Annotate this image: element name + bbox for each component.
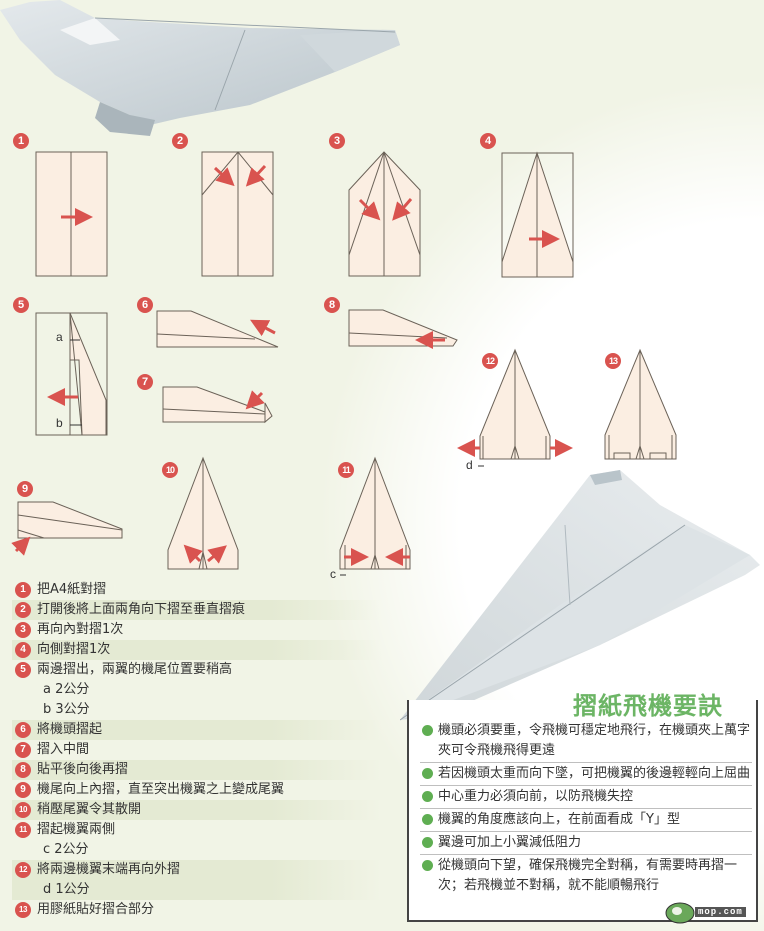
mascot-logo-icon: [665, 902, 695, 924]
step-number: 5: [15, 662, 31, 678]
step-badge-6: 6: [137, 297, 153, 313]
step-subitem: d 1公分: [12, 880, 382, 900]
step-item: 5 兩邊摺出，兩翼的機尾位置要稍高: [12, 660, 382, 680]
tip-item: 從機頭向下望，確保飛機完全對稱，有需要時再摺一次；若飛機並不對稱，就不能順暢飛行: [420, 855, 752, 897]
tip-item: 機翼的角度應該向上，在前面看成「Y」型: [420, 809, 752, 832]
tip-text: 從機頭向下望，確保飛機完全對稱，有需要時再摺一次；若飛機並不對稱，就不能順暢飛行: [438, 858, 738, 893]
step-badge-12: 12: [482, 353, 498, 369]
bullet-icon: [422, 768, 433, 779]
tip-item: 中心重力必須向前，以防飛機失控: [420, 786, 752, 809]
tip-text: 中心重力必須向前，以防飛機失控: [438, 789, 634, 804]
dimension-label-c: c: [330, 567, 336, 581]
paper-plane-photo-top: [0, 0, 400, 136]
tip-item: 若因機頭太重而向下墜，可把機翼的後邊輕輕向上屈曲: [420, 763, 752, 786]
step-item: 12 將兩邊機翼末端再向外摺: [12, 860, 382, 880]
step-text: 稍壓尾翼令其散開: [37, 802, 142, 817]
step-text: 兩邊摺出，兩翼的機尾位置要稍高: [37, 662, 233, 677]
tip-item: 翼邊可加上小翼減低阻力: [420, 832, 752, 855]
step-badge-10: 10: [162, 462, 178, 478]
bullet-icon: [422, 725, 433, 736]
step-text: 向側對摺1次: [37, 642, 111, 657]
tip-text: 機頭必須要重，令飛機可穩定地飛行，在機頭夾上萬字夾可令飛機飛得更遠: [438, 723, 751, 758]
step-item: 13 用膠紙貼好摺合部分: [12, 900, 382, 920]
step-item: 8 貼平後向後再摺: [12, 760, 382, 780]
step-number: 10: [15, 802, 31, 818]
bullet-icon: [422, 791, 433, 802]
step-number: 7: [15, 742, 31, 758]
tip-text: 若因機頭太重而向下墜，可把機翼的後邊輕輕向上屈曲: [438, 766, 751, 781]
step-badge-1: 1: [13, 133, 29, 149]
step-number: 4: [15, 642, 31, 658]
step-subitem: c 2公分: [43, 842, 89, 857]
step-text: 將兩邊機翼末端再向外摺: [37, 862, 181, 877]
step-badge-8: 8: [324, 297, 340, 313]
step-text: 再向內對摺1次: [37, 622, 124, 637]
tip-text: 機翼的角度應該向上，在前面看成「Y」型: [438, 812, 680, 827]
step-item: 4 向側對摺1次: [12, 640, 382, 660]
watermark-logo-text: mop.com: [695, 907, 746, 917]
tips-title: 摺紙飛機要訣: [573, 692, 723, 720]
bullet-icon: [422, 837, 433, 848]
bullet-icon: [422, 814, 433, 825]
step-subitem: b 3公分: [43, 702, 90, 717]
step-badge-5: 5: [13, 297, 29, 313]
step-number: 13: [15, 902, 31, 918]
step-text: 將機頭摺起: [37, 722, 103, 737]
step-text: 摺入中間: [37, 742, 90, 757]
step-text: 貼平後向後再摺: [37, 762, 129, 777]
step-number: 9: [15, 782, 31, 798]
step-badge-7: 7: [137, 374, 153, 390]
step-number: 1: [15, 582, 31, 598]
step-text: 打開後將上面兩角向下摺至垂直摺痕: [37, 602, 246, 617]
step-text: 機尾向上內摺，直至突出機翼之上變成尾翼: [37, 782, 285, 797]
step-item: 2 打開後將上面兩角向下摺至垂直摺痕: [12, 600, 382, 620]
step-subitem: a 2公分: [43, 682, 90, 697]
step-badge-2: 2: [172, 133, 188, 149]
tips-box: [407, 700, 758, 922]
dimension-label-b: b: [56, 416, 63, 430]
step-number: 8: [15, 762, 31, 778]
tip-text: 翼邊可加上小翼減低阻力: [438, 835, 582, 850]
step-badge-9: 9: [17, 481, 33, 497]
steps-list: 1 把A4紙對摺 2 打開後將上面兩角向下摺至垂直摺痕 3 再向內對摺1次 4 向側對摺…: [12, 580, 382, 920]
step-item: 10 稍壓尾翼令其散開: [12, 800, 382, 820]
step-badge-3: 3: [329, 133, 345, 149]
step-item: 9 機尾向上內摺，直至突出機翼之上變成尾翼: [12, 780, 382, 800]
step-text: 摺起機翼兩側: [37, 822, 116, 837]
step-number: 3: [15, 622, 31, 638]
step-number: 11: [15, 822, 31, 838]
step-number: 6: [15, 722, 31, 738]
step-badge-13: 13: [605, 353, 621, 369]
paper-plane-photo-large: [400, 470, 760, 721]
step-badge-4: 4: [480, 133, 496, 149]
tips-list: 機頭必須要重，令飛機可穩定地飛行，在機頭夾上萬字夾可令飛機飛得更遠 若因機頭太重…: [420, 720, 752, 897]
bullet-icon: [422, 860, 433, 871]
step-item: 6 將機頭摺起: [12, 720, 382, 740]
step-item: 1 把A4紙對摺: [12, 580, 382, 600]
dimension-label-a: a: [56, 330, 63, 344]
tip-item: 機頭必須要重，令飛機可穩定地飛行，在機頭夾上萬字夾可令飛機飛得更遠: [420, 720, 752, 763]
step-text: 把A4紙對摺: [37, 582, 107, 597]
step-badge-11: 11: [338, 462, 354, 478]
step-item: 3 再向內對摺1次: [12, 620, 382, 640]
step-number: 12: [15, 862, 31, 878]
step-item: 7 摺入中間: [12, 740, 382, 760]
step-number: 2: [15, 602, 31, 618]
step-text: 用膠紙貼好摺合部分: [37, 902, 155, 917]
step-item: 11 摺起機翼兩側: [12, 820, 382, 840]
dimension-label-d: d: [466, 458, 473, 472]
folding-diagrams: [11, 151, 677, 576]
